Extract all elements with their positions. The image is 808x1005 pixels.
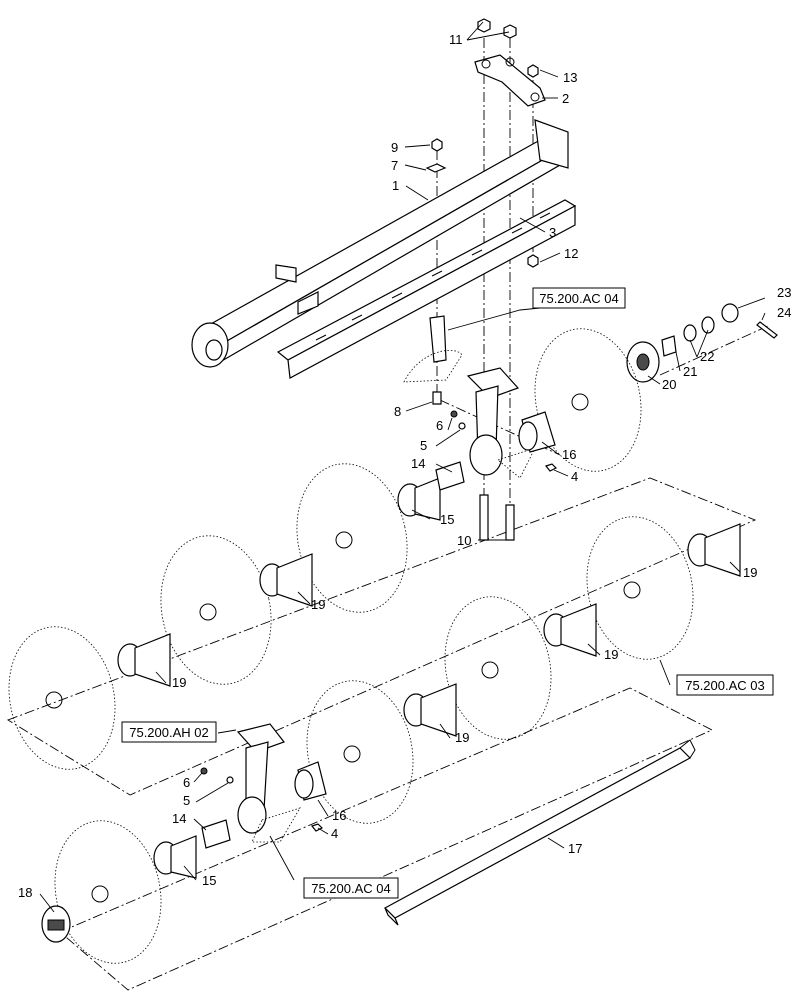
end-cap-part bbox=[41, 905, 71, 943]
callout-7: 7 bbox=[391, 158, 398, 173]
bolts-top bbox=[432, 391, 558, 541]
ref-label-ac04-bottom: 75.200.AC 04 bbox=[311, 881, 391, 896]
callout-21: 21 bbox=[683, 364, 697, 379]
top-bracket-part bbox=[474, 54, 546, 107]
callout-18: 18 bbox=[18, 885, 32, 900]
upper-gang-boundary bbox=[6, 477, 757, 796]
bearing-hanger-top bbox=[466, 367, 536, 479]
ref-label-ah02: 75.200.AH 02 bbox=[129, 725, 209, 740]
callout-16-top: 16 bbox=[562, 447, 576, 462]
callout-5-bottom: 5 bbox=[183, 793, 190, 808]
callout-19-a: 19 bbox=[743, 565, 757, 580]
ref-label-ac03: 75.200.AC 03 bbox=[685, 678, 765, 693]
callout-6-top: 6 bbox=[436, 418, 443, 433]
spools bbox=[117, 477, 741, 879]
bearings-bushings bbox=[201, 411, 556, 849]
callout-3: 3 bbox=[549, 225, 556, 240]
callout-22: 22 bbox=[700, 349, 714, 364]
callout-14-top: 14 bbox=[411, 456, 425, 471]
callout-2: 2 bbox=[562, 91, 569, 106]
ref-label-ac04-top: 75.200.AC 04 bbox=[539, 291, 619, 306]
callout-15-top: 15 bbox=[440, 512, 454, 527]
end-hardware bbox=[626, 303, 778, 383]
leader-lines bbox=[39, 21, 766, 913]
end-hardware-centerline bbox=[659, 324, 771, 376]
callout-19-b: 19 bbox=[311, 597, 325, 612]
callout-6-bottom: 6 bbox=[183, 775, 190, 790]
callout-17: 17 bbox=[568, 841, 582, 856]
callout-numbers: 11 13 2 9 7 1 3 12 23 24 22 21 20 8 6 5 … bbox=[18, 32, 791, 900]
square-shaft-part bbox=[384, 739, 696, 926]
callout-4-bottom: 4 bbox=[331, 826, 338, 841]
callout-15-bottom: 15 bbox=[202, 873, 216, 888]
callout-8: 8 bbox=[394, 404, 401, 419]
callout-4-top: 4 bbox=[571, 469, 578, 484]
ref-box-ac03[interactable]: 75.200.AC 03 bbox=[676, 674, 774, 696]
scraper-top-part bbox=[403, 315, 463, 383]
callout-13: 13 bbox=[563, 70, 577, 85]
callout-24: 24 bbox=[777, 305, 791, 320]
callout-5-top: 5 bbox=[420, 438, 427, 453]
callout-1: 1 bbox=[392, 178, 399, 193]
callout-10: 10 bbox=[457, 533, 471, 548]
frame-tube-part bbox=[191, 119, 569, 368]
callout-20: 20 bbox=[662, 377, 676, 392]
nuts-hardware bbox=[425, 18, 539, 268]
angle-bar-part bbox=[276, 199, 577, 379]
callout-9: 9 bbox=[391, 140, 398, 155]
ref-box-ac04-top[interactable]: 75.200.AC 04 bbox=[532, 287, 626, 309]
callout-23: 23 bbox=[777, 285, 791, 300]
lower-gang-boundary bbox=[59, 687, 714, 991]
callout-11: 11 bbox=[449, 32, 463, 47]
callout-14-bottom: 14 bbox=[172, 811, 186, 826]
callout-16-bottom: 16 bbox=[332, 808, 346, 823]
callout-19-d: 19 bbox=[172, 675, 186, 690]
callout-12: 12 bbox=[564, 246, 578, 261]
discs-upper bbox=[8, 328, 694, 964]
ref-box-ah02[interactable]: 75.200.AH 02 bbox=[121, 721, 217, 743]
callout-19-e: 19 bbox=[455, 730, 469, 745]
callout-19-c: 19 bbox=[604, 647, 618, 662]
ref-box-ac04-bottom[interactable]: 75.200.AC 04 bbox=[303, 877, 399, 899]
